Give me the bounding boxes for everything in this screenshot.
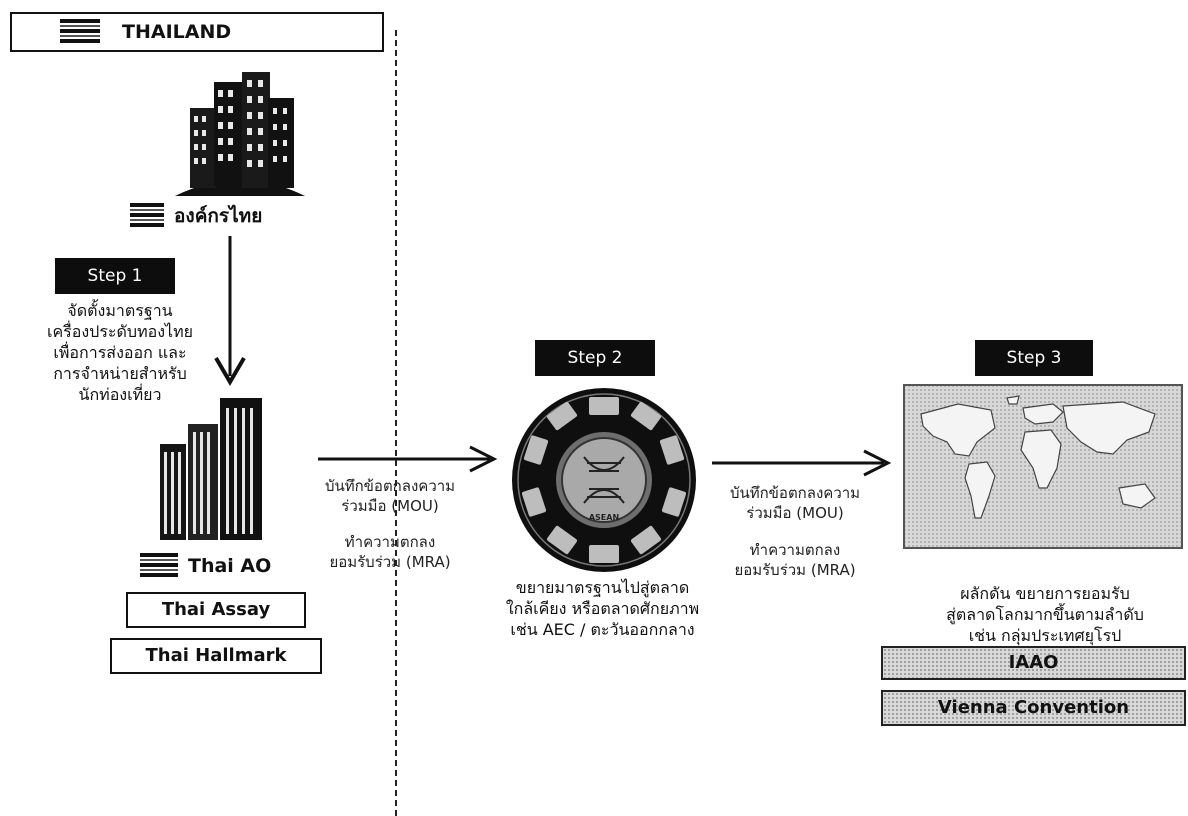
arrow2-mou-text: บันทึกข้อตกลงความ ร่วมมือ (MOU): [705, 483, 885, 523]
svg-text:ASEAN: ASEAN: [589, 513, 619, 522]
office-building-icon: [160, 398, 262, 540]
thai-hallmark-box: Thai Hallmark: [110, 638, 322, 674]
step2-line: ใกล้เคียง หรือตลาดศักยภาพ: [505, 599, 700, 618]
thai-ao-label: Thai AO: [188, 555, 272, 577]
thai-ao-label-row: Thai AO: [140, 553, 271, 579]
mou-line: ร่วมมือ (MOU): [341, 497, 439, 515]
mra-line: ทำความตกลง: [749, 541, 841, 559]
right-arrow-icon: [712, 449, 892, 477]
vienna-convention-box: Vienna Convention: [881, 690, 1186, 726]
step3-caption: ผลักดัน ขยายการยอมรับ สู่ตลาดโลกมากขึ้นต…: [905, 583, 1185, 646]
mra-line: ทำความตกลง: [344, 533, 436, 551]
thai-assay-box: Thai Assay: [126, 592, 306, 628]
office-building-icon: [175, 72, 305, 196]
step3-badge: Step 3: [975, 340, 1093, 376]
step2-badge: Step 2: [535, 340, 655, 376]
mra-line: ยอมรับร่วม (MRA): [734, 561, 856, 579]
step3-line: ผลักดัน ขยายการยอมรับ: [960, 584, 1130, 603]
arrow2-mra-text: ทำความตกลง ยอมรับร่วม (MRA): [705, 540, 885, 580]
step1-line: การจำหน่ายสำหรับ: [53, 364, 187, 383]
mra-line: ยอมรับร่วม (MRA): [329, 553, 451, 571]
iaao-box: IAAO: [881, 646, 1186, 680]
thai-flag-icon: [60, 19, 100, 45]
step3-line: สู่ตลาดโลกมากขึ้นตามลำดับ: [946, 605, 1144, 624]
down-arrow-icon: [214, 236, 246, 386]
border-divider: [395, 30, 397, 816]
step1-line: เพื่อการส่งออก และ: [53, 343, 187, 362]
step1-badge: Step 1: [55, 258, 175, 294]
step1-line: จัดตั้งมาตรฐาน: [67, 301, 173, 320]
thai-flag-icon: [130, 203, 164, 229]
mou-line: ร่วมมือ (MOU): [746, 504, 844, 522]
asean-emblem-icon: ASEAN: [512, 388, 696, 572]
step1-line: นักท่องเที่ยว: [78, 385, 162, 404]
step2-line: เช่น AEC / ตะวันออกกลาง: [510, 620, 695, 639]
org-label-row: องค์กรไทย: [130, 201, 262, 231]
mou-line: บันทึกข้อตกลงความ: [324, 477, 456, 495]
world-map-icon: [903, 384, 1183, 549]
step2-line: ขยายมาตรฐานไปสู่ตลาด: [515, 578, 690, 597]
thai-flag-icon: [140, 553, 178, 579]
right-arrow-icon: [318, 445, 498, 473]
arrow1-mra-text: ทำความตกลง ยอมรับร่วม (MRA): [305, 532, 475, 572]
step3-line: เช่น กลุ่มประเทศยุโรป: [968, 626, 1122, 645]
org-label: องค์กรไทย: [174, 205, 263, 227]
arrow1-mou-text: บันทึกข้อตกลงความ ร่วมมือ (MOU): [305, 476, 475, 516]
mou-line: บันทึกข้อตกลงความ: [729, 484, 861, 502]
step1-line: เครื่องประดับทองไทย: [46, 322, 193, 341]
step2-caption: ขยายมาตรฐานไปสู่ตลาด ใกล้เคียง หรือตลาดศ…: [470, 577, 735, 640]
thailand-label: THAILAND: [122, 21, 232, 43]
thailand-label-box: THAILAND: [10, 12, 384, 52]
step1-description: จัดตั้งมาตรฐาน เครื่องประดับทองไทย เพื่อ…: [20, 300, 220, 405]
